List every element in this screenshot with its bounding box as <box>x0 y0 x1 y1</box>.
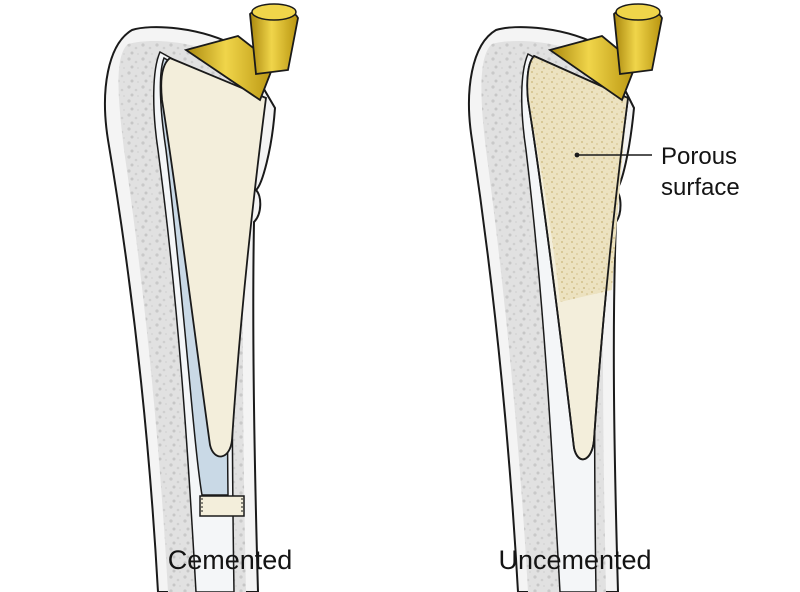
porous-label-line2: surface <box>661 174 740 201</box>
uncemented-neck-top <box>615 3 661 21</box>
porous-coating <box>527 56 628 302</box>
uncemented-caption: Uncemented <box>498 545 652 575</box>
uncemented-femur <box>468 3 663 592</box>
cemented-stem <box>160 56 267 458</box>
porous-surface-label: Porous surface <box>661 141 791 203</box>
cement-plug-threads <box>201 498 243 514</box>
porous-callout-dot <box>574 152 580 158</box>
cemented-caption: Cemented <box>167 545 293 575</box>
cemented-femur <box>104 3 299 592</box>
cement-plug <box>199 495 245 517</box>
porous-label-line1: Porous <box>661 143 738 170</box>
cemented-neck-top <box>251 3 297 21</box>
uncemented-stem-outline <box>526 54 629 461</box>
